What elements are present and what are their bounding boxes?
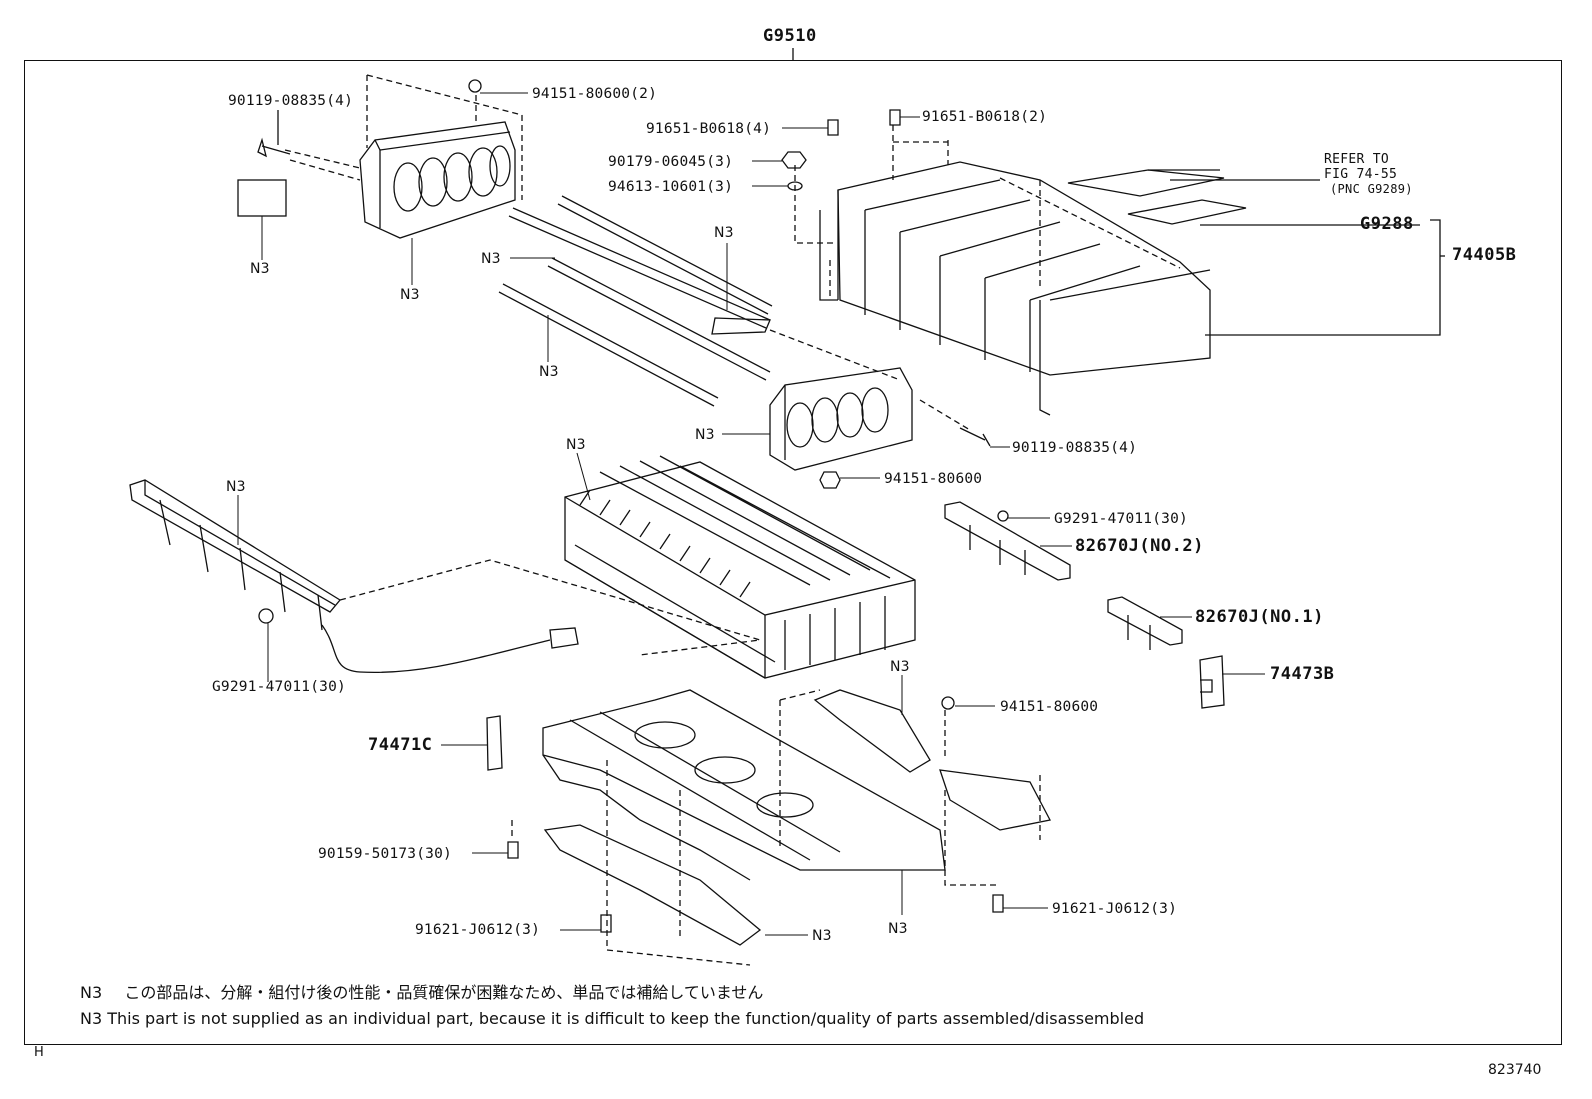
part-label-screw-right: 91651-B0618(2) xyxy=(922,109,1048,125)
screw-right-drawing xyxy=(889,109,901,126)
diagram-frame xyxy=(24,60,1562,1045)
part-label-nut-lower: 94151-80600 xyxy=(1000,699,1099,715)
refer-line-1: REFER TO xyxy=(1324,152,1390,167)
part-label-nut-top: 94151-80600(2) xyxy=(532,86,658,102)
part-label-upper-case: 74405B xyxy=(1452,245,1517,265)
part-label-busbar-no1: 82670J(NO.1) xyxy=(1195,607,1324,627)
n3-marker: N3 xyxy=(250,261,270,277)
n3-marker: N3 xyxy=(226,479,246,495)
corner-mark: H xyxy=(34,1045,44,1060)
part-label-bolt-lower-left: 90159-50173(30) xyxy=(318,846,452,862)
side-bracket-drawing xyxy=(939,769,1051,831)
part-label-cover-sheet: G9288 xyxy=(1360,214,1414,234)
nut-left-drawing xyxy=(258,608,274,624)
part-label-cover-right: 74473B xyxy=(1270,664,1335,684)
n3-marker: N3 xyxy=(566,437,586,453)
nut-top-drawing xyxy=(468,79,482,93)
battery-cell-stack-drawing xyxy=(564,455,916,679)
busbar-no2-drawing xyxy=(944,501,1071,581)
part-label-nut-bus-right: G9291-47011(30) xyxy=(1054,511,1188,527)
bolt-mid-right-drawing xyxy=(959,427,991,447)
n3-marker: N3 xyxy=(481,251,501,267)
note-en: N3 This part is not supplied as an indiv… xyxy=(80,1011,1144,1027)
screw-left-drawing xyxy=(827,119,839,136)
bolt-top-left-drawing xyxy=(257,137,291,158)
note-en-code: N3 xyxy=(80,1009,103,1028)
assembly-code: G9510 xyxy=(763,26,817,46)
n3-marker: N3 xyxy=(888,921,908,937)
part-label-nut-bus-left: G9291-47011(30) xyxy=(212,679,346,695)
note-jp: N3 この部品は、分解・組付け後の性能・品質確保が困難なため、単品では補給してい… xyxy=(80,985,763,1001)
upper-case-drawing xyxy=(819,161,1211,416)
part-label-washer: 94613-10601(3) xyxy=(608,179,734,195)
bolt-bottom-left-drawing xyxy=(600,914,612,933)
part-label-bolt-bottom-right: 91621-J0612(3) xyxy=(1052,901,1178,917)
refer-line-2: FIG 74-55 xyxy=(1324,167,1398,182)
busbar-no1-drawing xyxy=(1107,596,1183,650)
refer-line-3: (PNC G9289) xyxy=(1330,182,1413,196)
n3-marker: N3 xyxy=(695,427,715,443)
nut-small-drawing xyxy=(781,151,807,169)
nut-mid-drawing xyxy=(819,471,841,489)
part-label-cover-left: 74471C xyxy=(368,735,433,755)
note-jp-code: N3 xyxy=(80,983,103,1002)
cover-left-drawing xyxy=(486,715,503,771)
lower-bracket-drawing xyxy=(543,824,762,946)
part-label-nut-small: 90179-06045(3) xyxy=(608,154,734,170)
bolt-lower-left-drawing xyxy=(507,841,519,859)
nut-lower-drawing xyxy=(941,696,955,710)
connector-drawing xyxy=(549,627,579,649)
bolt-bottom-right-drawing xyxy=(992,894,1004,913)
end-plate-left-drawing xyxy=(359,121,516,239)
part-label-nut-mid: 94151-80600 xyxy=(884,471,983,487)
n3-marker: N3 xyxy=(714,225,734,241)
refer-sheet-drawing xyxy=(1067,169,1225,197)
wiring-harness-drawing xyxy=(321,624,551,674)
part-label-bolt-top-left: 90119-08835(4) xyxy=(228,93,354,109)
part-label-bolt-mid-right: 90119-08835(4) xyxy=(1012,440,1138,456)
cover-right-drawing xyxy=(1199,655,1225,709)
n3-marker: N3 xyxy=(539,364,559,380)
label-sticker-drawing xyxy=(237,179,287,217)
lower-tray-drawing xyxy=(542,689,1051,946)
part-label-screw-left: 91651-B0618(4) xyxy=(646,121,772,137)
figure-number: 823740 xyxy=(1488,1062,1542,1078)
note-jp-text: この部品は、分解・組付け後の性能・品質確保が困難なため、単品では補給していません xyxy=(124,983,764,1002)
part-label-bolt-bottom-left: 91621-J0612(3) xyxy=(415,922,541,938)
cover-sheet-drawing xyxy=(1127,199,1247,225)
n3-marker: N3 xyxy=(890,659,910,675)
nut-bus-right-drawing xyxy=(997,510,1009,522)
part-label-busbar-no2: 82670J(NO.2) xyxy=(1075,536,1204,556)
end-plate-right-drawing xyxy=(769,367,913,471)
busbar-module-left-drawing xyxy=(129,479,341,631)
n3-marker: N3 xyxy=(812,928,832,944)
n3-marker: N3 xyxy=(400,287,420,303)
note-en-text: This part is not supplied as an individu… xyxy=(107,1009,1145,1028)
upper-bracket-drawing xyxy=(813,689,931,773)
